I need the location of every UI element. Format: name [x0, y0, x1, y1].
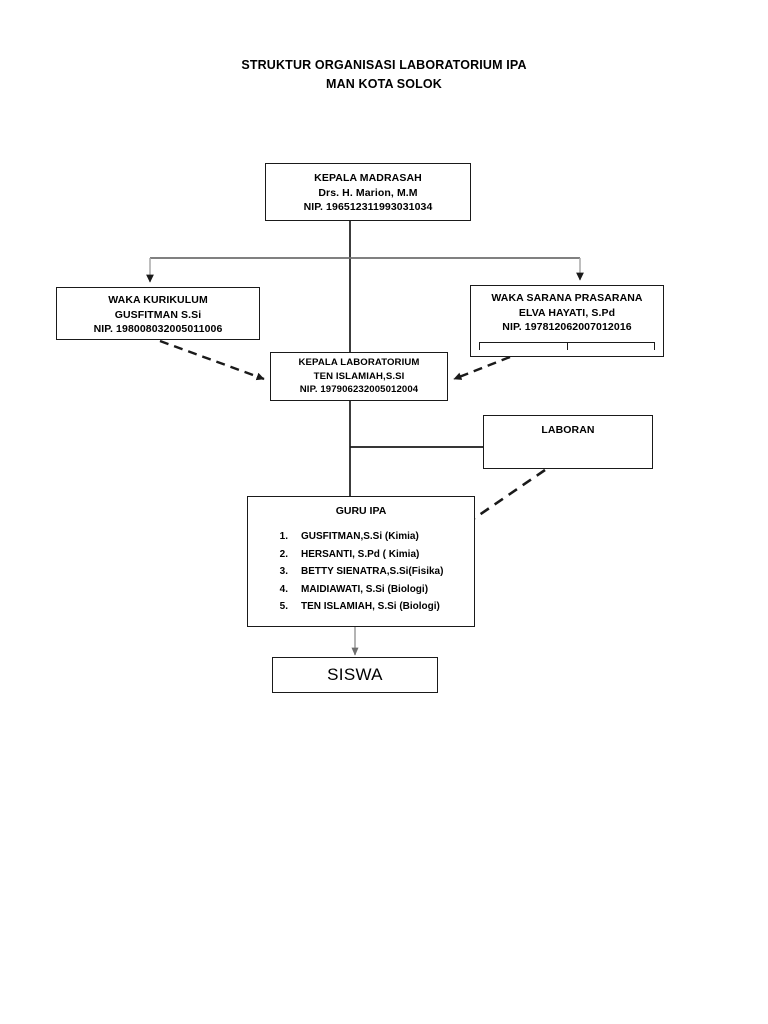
guru-ipa-member: 5. TEN ISLAMIAH, S.Si (Biologi)	[272, 598, 474, 616]
guru-ipa-member: 4. MAIDIAWATI, S.Si (Biologi)	[272, 581, 474, 599]
waka-sarana-nip: NIP. 197812062007012016	[502, 321, 632, 333]
waka-sarana-role: WAKA SARANA PRASARANA	[491, 292, 643, 304]
guru-ipa-member: 2. HERSANTI, S.Pd ( Kimia)	[272, 546, 474, 564]
guru-ipa-member-name: MAIDIAWATI, S.Si (Biologi)	[301, 583, 429, 595]
waka-sarana-name: ELVA HAYATI, S.Pd	[518, 306, 616, 319]
siswa-label: SISWA	[327, 664, 383, 684]
guru-ipa-member-list: 1. GUSFITMAN,S.Si (Kimia) 2. HERSANTI, S.Pd…	[248, 528, 474, 616]
page-title: STRUKTUR ORGANISASI LABORATORIUM IPA MAN…	[0, 56, 768, 94]
title-line-1: STRUKTUR ORGANISASI LABORATORIUM IPA	[241, 58, 527, 72]
guru-ipa-member: 1. GUSFITMAN,S.Si (Kimia)	[272, 528, 474, 546]
guru-ipa-member-name: HERSANTI, S.Pd ( Kimia)	[301, 548, 420, 560]
waka-kurikulum-role: WAKA KURIKULUM	[108, 294, 208, 306]
guru-ipa-member-number: 3.	[279, 566, 288, 577]
guru-ipa-member-number: 4.	[279, 583, 288, 595]
guru-ipa-member-name: TEN ISLAMIAH, S.Si (Biologi)	[301, 601, 440, 612]
node-kepala-madrasah[interactable]: KEPALA MADRASAH Drs. H. Marion, M.M NIP.…	[265, 163, 471, 221]
edge-laboran-to-guru-ipa	[465, 468, 546, 526]
kepala-lab-role: KEPALA LABORATORIUM	[298, 357, 420, 368]
node-laboran[interactable]: LABORAN	[483, 415, 653, 469]
guru-ipa-member-name: GUSFITMAN,S.Si (Kimia)	[301, 531, 419, 542]
laboran-role: LABORAN	[541, 424, 595, 436]
kepala-madrasah-nip: NIP. 196512311993031034	[303, 201, 433, 213]
node-guru-ipa[interactable]: GURU IPA 1. GUSFITMAN,S.Si (Kimia) 2. HERSA…	[247, 496, 475, 627]
node-waka-kurikulum[interactable]: WAKA KURIKULUM GUSFITMAN S.Si NIP. 19800…	[56, 287, 260, 340]
guru-ipa-member-number: 1.	[279, 531, 288, 542]
kepala-lab-name: TEN ISLAMIAH,S.SI	[313, 370, 405, 382]
guru-ipa-member-number: 5.	[279, 601, 288, 612]
table-remnant-divider	[479, 342, 655, 350]
node-waka-sarana-prasarana[interactable]: WAKA SARANA PRASARANA ELVA HAYATI, S.Pd …	[470, 285, 664, 357]
guru-ipa-member-number: 2.	[279, 548, 288, 560]
edge-waka-kurikulum-to-kepala-lab	[159, 339, 265, 381]
edge-waka-sarana-to-kepala-lab	[453, 355, 511, 381]
kepala-madrasah-role: KEPALA MADRASAH	[314, 172, 422, 184]
guru-ipa-member: 3. BETTY SIENATRA,S.Si(Fisika)	[272, 563, 474, 581]
guru-ipa-member-name: BETTY SIENATRA,S.Si(Fisika)	[301, 566, 444, 577]
waka-kurikulum-nip: NIP. 198008032005011006	[93, 323, 223, 335]
node-siswa[interactable]: SISWA	[272, 657, 438, 693]
guru-ipa-heading: GURU IPA	[335, 505, 387, 517]
kepala-madrasah-name: Drs. H. Marion, M.M	[318, 186, 418, 199]
node-kepala-laboratorium[interactable]: KEPALA LABORATORIUM TEN ISLAMIAH,S.SI NI…	[270, 352, 448, 401]
waka-kurikulum-name: GUSFITMAN S.Si	[114, 308, 202, 321]
title-line-2: MAN KOTA SOLOK	[326, 77, 442, 91]
kepala-lab-nip: NIP. 197906232005012004	[299, 384, 419, 396]
